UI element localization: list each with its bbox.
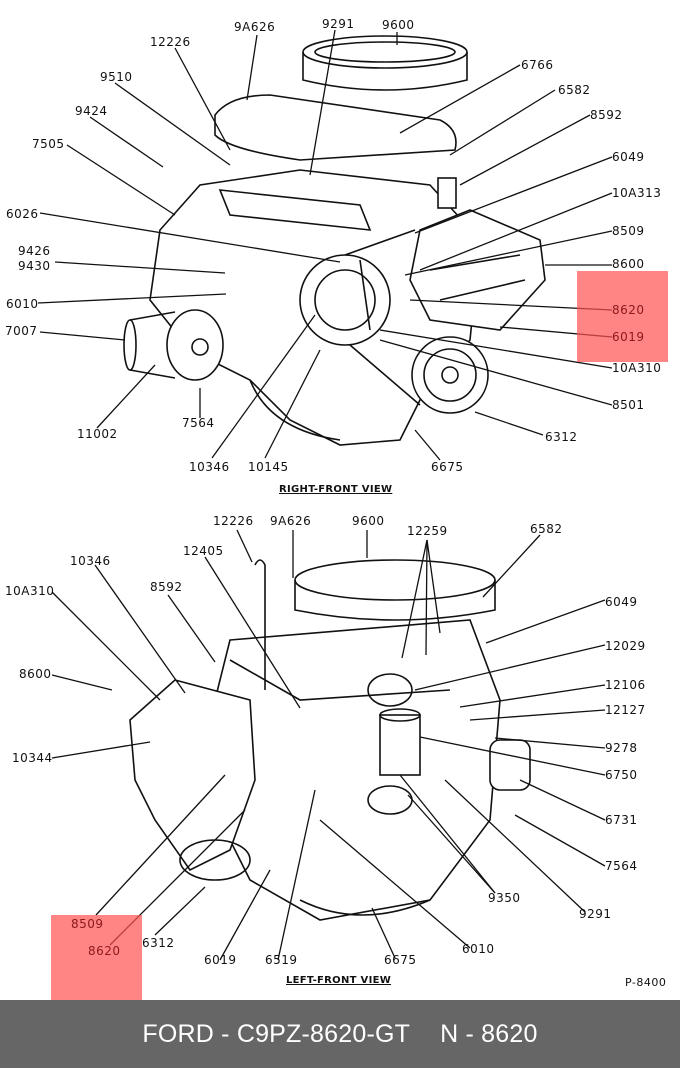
- callout-6312: 6312: [545, 430, 578, 444]
- callout-11002: 11002: [77, 427, 118, 441]
- callout-10a310-lf: 10A310: [5, 584, 55, 598]
- callout-9350: 9350: [488, 891, 521, 905]
- callout-9430: 9430: [18, 259, 51, 273]
- callout-6582-lf: 6582: [530, 522, 563, 536]
- callout-9426: 9426: [18, 244, 51, 258]
- right-front-engine-drawing: [123, 35, 546, 446]
- callout-6010-lf: 6010: [462, 942, 495, 956]
- callout-6731: 6731: [605, 813, 638, 827]
- callout-8600: 8600: [612, 257, 645, 271]
- callout-9278: 9278: [605, 741, 638, 755]
- callout-9600: 9600: [382, 18, 415, 32]
- callout-9600-lf: 9600: [352, 514, 385, 528]
- callout-8501: 8501: [612, 398, 645, 412]
- callout-9a626: 9A626: [234, 20, 276, 34]
- callout-12259: 12259: [407, 524, 448, 538]
- callout-10145: 10145: [248, 460, 289, 474]
- callout-9a626-lf: 9A626: [270, 514, 312, 528]
- callout-6519: 6519: [265, 953, 298, 967]
- callout-6675: 6675: [431, 460, 464, 474]
- left-front-engine-drawing: [129, 559, 531, 921]
- callout-6675-lf: 6675: [384, 953, 417, 967]
- callout-6750: 6750: [605, 768, 638, 782]
- right-front-leader-lines: [37, 29, 613, 461]
- right-front-view-caption: RIGHT-FRONT VIEW: [279, 484, 393, 495]
- callout-7564: 7564: [182, 416, 215, 430]
- callout-12029: 12029: [605, 639, 646, 653]
- callout-9291-lf: 9291: [579, 907, 612, 921]
- callout-8592-lf: 8592: [150, 580, 183, 594]
- callout-10a310: 10A310: [612, 361, 662, 375]
- callout-7505: 7505: [32, 137, 65, 151]
- callout-6010: 6010: [6, 297, 39, 311]
- callout-6049-lf: 6049: [605, 595, 638, 609]
- callout-9424: 9424: [75, 104, 108, 118]
- callout-8509: 8509: [612, 224, 645, 238]
- highlight-box-right-front: [577, 271, 668, 362]
- figure-number: P-8400: [625, 976, 667, 989]
- highlight-box-left-front: [51, 915, 142, 1000]
- part-number-text: FORD - C9PZ-8620-GT: [142, 1019, 411, 1048]
- callout-9291: 9291: [322, 17, 355, 31]
- callout-12127: 12127: [605, 703, 646, 717]
- callout-7564-lf: 7564: [605, 859, 638, 873]
- callout-6766: 6766: [521, 58, 554, 72]
- left-front-view-caption: LEFT-FRONT VIEW: [286, 975, 392, 986]
- part-info-footer: FORD - C9PZ-8620-GT N - 8620: [0, 1000, 680, 1068]
- callout-8509-highlighted: 8509: [71, 917, 104, 931]
- callout-12106: 12106: [605, 678, 646, 692]
- callout-6582: 6582: [558, 83, 591, 97]
- callout-10346: 10346: [189, 460, 230, 474]
- callout-7007: 7007: [5, 324, 38, 338]
- callout-8600-lf: 8600: [19, 667, 52, 681]
- callout-8620-lf-highlighted: 8620: [88, 944, 121, 958]
- callout-6312-lf: 6312: [142, 936, 175, 950]
- callout-12226: 12226: [150, 35, 191, 49]
- callout-6049: 6049: [612, 150, 645, 164]
- callout-6026: 6026: [6, 207, 39, 221]
- callout-10344: 10344: [12, 751, 53, 765]
- callout-8620-highlighted: 8620: [612, 303, 645, 317]
- callout-10346-lf: 10346: [70, 554, 111, 568]
- callout-6019-lf: 6019: [204, 953, 237, 967]
- callout-12405: 12405: [183, 544, 224, 558]
- engine-diagram: [37, 29, 613, 961]
- callout-12226-lf: 12226: [213, 514, 254, 528]
- callout-10a313: 10A313: [612, 186, 662, 200]
- callout-8592: 8592: [590, 108, 623, 122]
- callout-6019-highlighted: 6019: [612, 330, 645, 344]
- diagram-number-text: N - 8620: [440, 1019, 538, 1048]
- left-front-leader-lines: [51, 529, 606, 961]
- callout-9510: 9510: [100, 70, 133, 84]
